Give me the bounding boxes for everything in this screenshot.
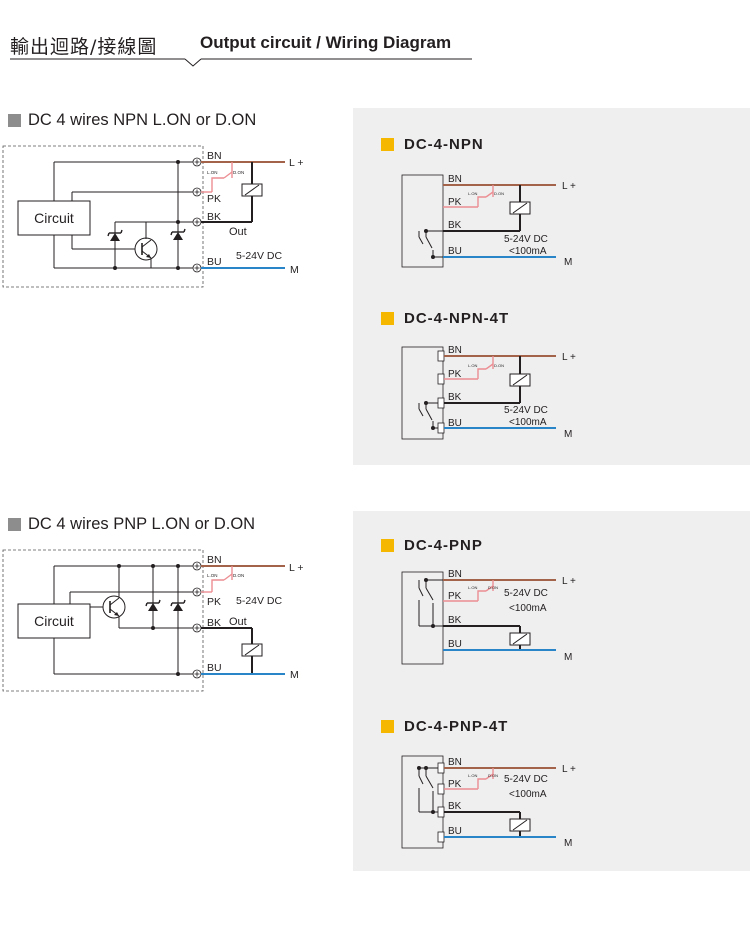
lon-label: L.ON bbox=[468, 773, 477, 778]
page-title-english: Output circuit / Wiring Diagram bbox=[200, 33, 452, 52]
yellow-square-icon bbox=[381, 138, 394, 151]
don-label: D.ON bbox=[233, 573, 244, 578]
diagram-dc-4-npn: BN PK BK BU L.ON D.ON 5-24V DC <100mA L … bbox=[401, 174, 576, 268]
lon-label: L.ON bbox=[207, 573, 218, 578]
panel-title-dc-4-npn-4t: DC-4-NPN-4T bbox=[381, 310, 509, 327]
wire-label-bn: BN bbox=[207, 554, 222, 566]
yellow-square-icon bbox=[381, 720, 394, 733]
wire-label-bk: BK bbox=[448, 801, 462, 812]
lplus-label: L + bbox=[289, 562, 304, 574]
lplus-label: L + bbox=[562, 352, 576, 363]
yellow-square-icon bbox=[381, 312, 394, 325]
wire-label-bk: BK bbox=[207, 617, 221, 629]
diagram-dc-4-pnp: BN PK BK BU L.ON D.ON 5-24V DC <100mA L … bbox=[401, 569, 576, 665]
header-underline bbox=[10, 58, 472, 67]
wire-label-bn: BN bbox=[448, 757, 462, 768]
lon-label: L.ON bbox=[468, 191, 477, 196]
m-label: M bbox=[564, 652, 572, 663]
current-label: <100mA bbox=[509, 603, 547, 614]
wire-label-bn: BN bbox=[448, 345, 462, 356]
lon-label: L.ON bbox=[207, 170, 218, 175]
wire-label-bu: BU bbox=[207, 256, 222, 268]
don-label: D.ON bbox=[488, 773, 498, 778]
yellow-square-icon bbox=[381, 539, 394, 552]
panel-title-dc-4-npn: DC-4-NPN bbox=[381, 136, 484, 153]
wire-label-pk: PK bbox=[207, 596, 221, 608]
wire-label-bu: BU bbox=[207, 662, 222, 674]
wire-label-pk: PK bbox=[207, 193, 221, 205]
wire-label-bn: BN bbox=[207, 150, 222, 162]
section-title-pnp: DC 4 wires PNP L.ON or D.ON bbox=[8, 515, 255, 534]
wire-label-bk: BK bbox=[448, 220, 462, 231]
wire-label-pk: PK bbox=[448, 197, 462, 208]
gray-square-icon bbox=[8, 518, 21, 531]
don-label: D.ON bbox=[233, 170, 244, 175]
out-label: Out bbox=[229, 226, 247, 238]
lon-label: L.ON bbox=[468, 363, 477, 368]
wire-label-bu: BU bbox=[448, 826, 462, 837]
circuit-label: Circuit bbox=[34, 210, 74, 226]
supply-label: 5-24V DC bbox=[236, 595, 283, 607]
supply-label: 5-24V DC bbox=[236, 250, 283, 262]
wire-label-bk: BK bbox=[448, 615, 462, 626]
wire-label-bu: BU bbox=[448, 418, 462, 429]
m-label: M bbox=[564, 838, 572, 849]
m-label: M bbox=[564, 257, 572, 268]
diagram-dc-4-pnp-4t: BN PK BK BU L.ON D.ON 5-24V DC <100mA L … bbox=[401, 755, 576, 849]
wire-label-bu: BU bbox=[448, 246, 462, 257]
gray-square-icon bbox=[8, 114, 21, 127]
m-label: M bbox=[290, 669, 299, 681]
wire-label-pk: PK bbox=[448, 779, 462, 790]
lon-label: L.ON bbox=[468, 585, 477, 590]
wire-label-bn: BN bbox=[448, 569, 462, 580]
lplus-label: L + bbox=[562, 576, 576, 587]
panel-title-dc-4-pnp-4t: DC-4-PNP-4T bbox=[381, 718, 508, 735]
panel-title-dc-4-pnp: DC-4-PNP bbox=[381, 537, 483, 554]
page-title-chinese: 輸出迴路/接線圖 bbox=[10, 36, 158, 58]
wire-label-pk: PK bbox=[448, 591, 462, 602]
supply-label: 5-24V DC bbox=[504, 588, 548, 599]
lplus-label: L + bbox=[289, 157, 304, 169]
npn-internal-circuit: Circuit bbox=[2, 145, 304, 288]
pnp-internal-circuit: Circuit BN PK BK bbox=[2, 549, 304, 692]
wire-label-bu: BU bbox=[448, 639, 462, 650]
wire-label-bk: BK bbox=[448, 392, 462, 403]
wire-label-pk: PK bbox=[448, 369, 462, 380]
supply-label: 5-24V DC bbox=[504, 234, 548, 245]
diagram-dc-4-npn-4t: BN PK BK BU L.ON D.ON 5-24V DC <100mA L … bbox=[401, 345, 576, 440]
circuit-label: Circuit bbox=[34, 613, 74, 629]
lplus-label: L + bbox=[562, 181, 576, 192]
m-label: M bbox=[564, 429, 572, 440]
supply-label: 5-24V DC bbox=[504, 405, 548, 416]
lplus-label: L + bbox=[562, 764, 576, 775]
current-label: <100mA bbox=[509, 246, 547, 257]
don-label: D.ON bbox=[494, 191, 504, 196]
section-title-npn: DC 4 wires NPN L.ON or D.ON bbox=[8, 111, 256, 130]
current-label: <100mA bbox=[509, 417, 547, 428]
don-label: D.ON bbox=[488, 585, 498, 590]
wire-label-bk: BK bbox=[207, 211, 221, 223]
don-label: D.ON bbox=[494, 363, 504, 368]
out-label: Out bbox=[229, 616, 247, 628]
wire-label-bn: BN bbox=[448, 174, 462, 185]
current-label: <100mA bbox=[509, 789, 547, 800]
supply-label: 5-24V DC bbox=[504, 774, 548, 785]
m-label: M bbox=[290, 264, 299, 276]
